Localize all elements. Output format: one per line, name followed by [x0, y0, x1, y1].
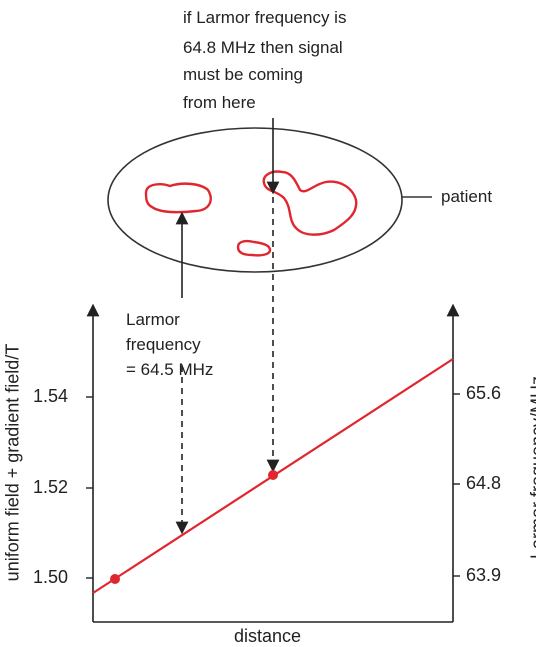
- signal-region-small: [238, 241, 270, 255]
- top-annotation-line-2: 64.8 MHz then signal: [183, 37, 343, 59]
- data-point-1-50: [110, 574, 120, 584]
- left-tick-label: 1.50: [33, 567, 68, 588]
- mid-annotation-line-1: Larmor: [126, 309, 180, 331]
- data-point-64-8: [268, 470, 278, 480]
- right-tick-label: 65.6: [466, 383, 501, 404]
- right-tick-label: 64.8: [466, 473, 501, 494]
- signal-region-left: [146, 184, 211, 213]
- left-tick-label: 1.54: [33, 386, 68, 407]
- top-annotation-line-1: if Larmor frequency is: [183, 7, 346, 29]
- right-y-axis-label: Larmor frequency/MHz: [528, 348, 536, 588]
- top-annotation-line-4: from here: [183, 92, 256, 114]
- x-axis-label: distance: [234, 625, 301, 647]
- mid-annotation-line-2: frequency: [126, 334, 201, 356]
- mid-annotation-line-3: = 64.5 MHz: [126, 359, 213, 381]
- patient-outline: [108, 128, 402, 272]
- left-y-axis-label: uniform field + gradient field/T: [3, 303, 24, 623]
- patient-label: patient: [441, 186, 492, 208]
- right-tick-label: 63.9: [466, 565, 501, 586]
- left-tick-label: 1.52: [33, 477, 68, 498]
- signal-region-right: [264, 172, 356, 235]
- top-annotation-line-3: must be coming: [183, 64, 303, 86]
